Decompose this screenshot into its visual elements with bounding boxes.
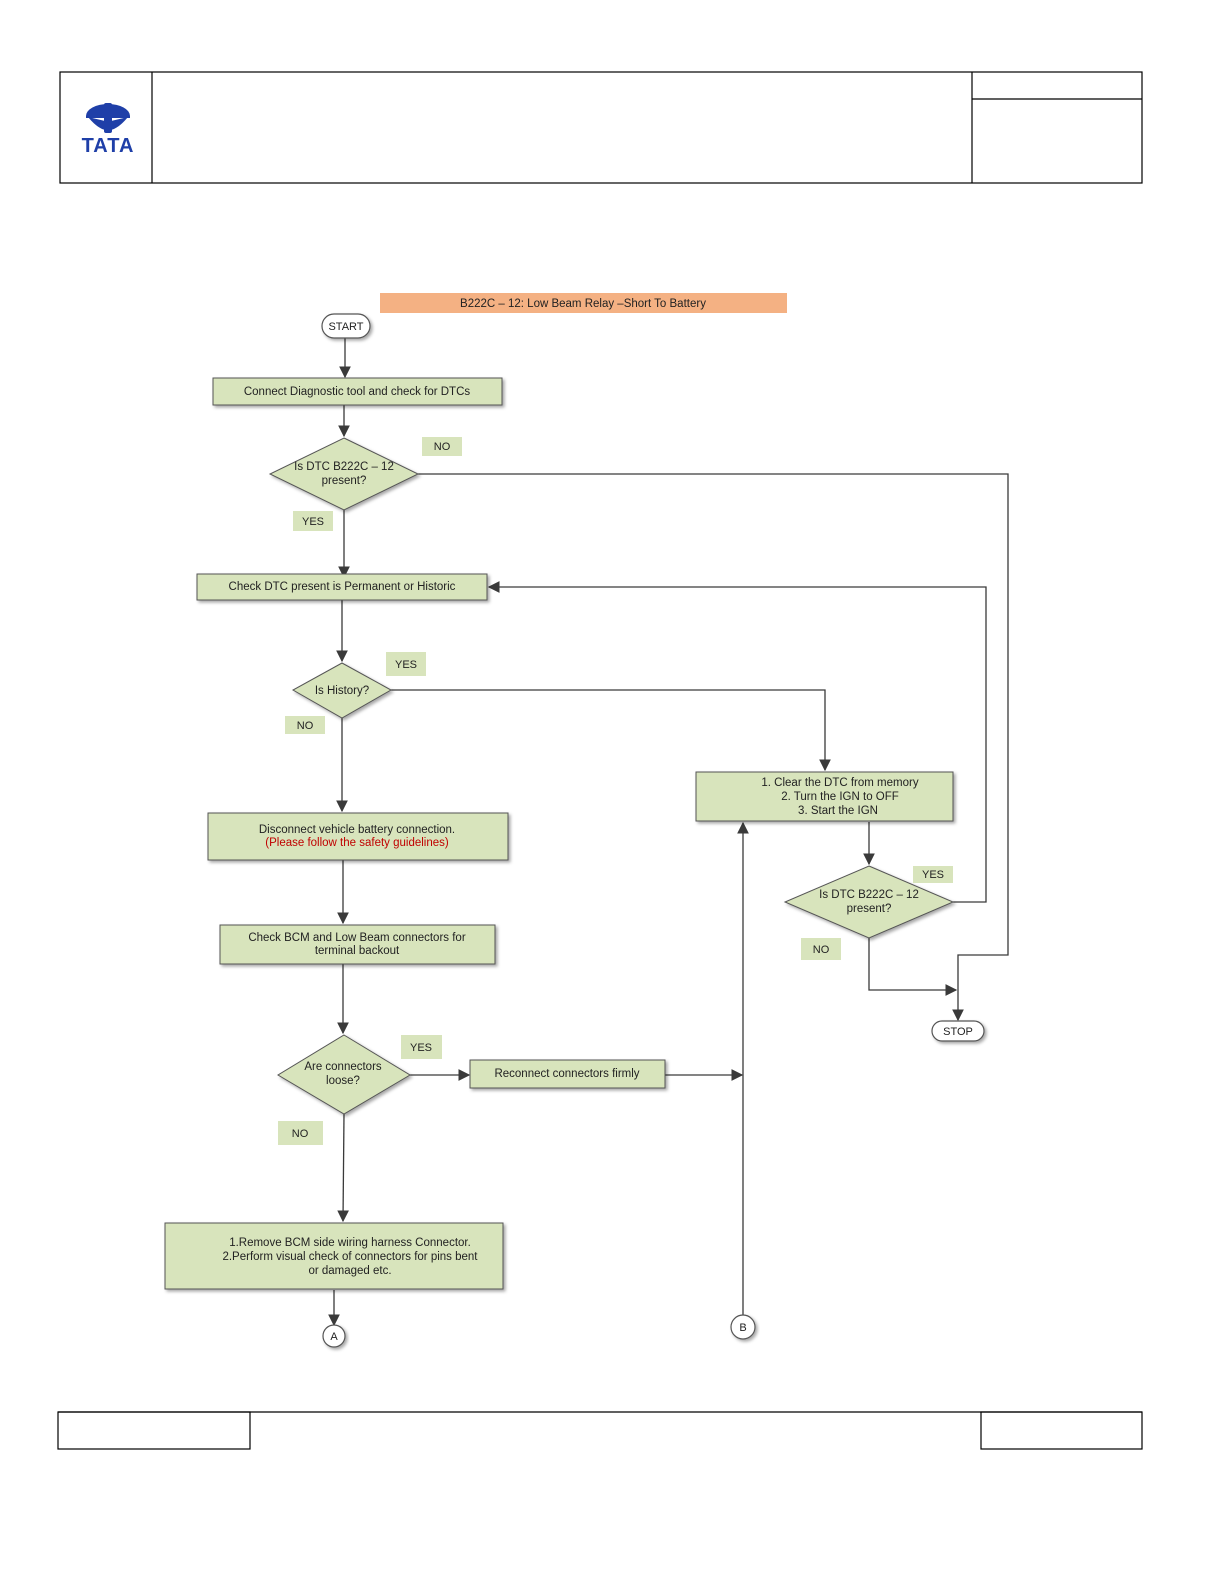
check-permanent-text: Check DTC present is Permanent or Histor…: [229, 581, 456, 593]
tata-logo-mark-icon: [86, 103, 130, 133]
connector-a: A: [322, 1324, 346, 1348]
stop-terminator: STOP: [931, 1020, 985, 1042]
label-no-history: NO: [297, 720, 314, 732]
diagram-title-bar: [380, 293, 787, 313]
remove-bcm-line-3: or damaged etc.: [308, 1265, 391, 1277]
disconnect-battery-text: Disconnect vehicle battery connection.: [259, 824, 455, 836]
connectors-loose-line-1: Are connectors: [304, 1061, 382, 1073]
safety-note-text: (Please follow the safety guidelines): [265, 837, 449, 849]
label-no-1: NO: [434, 441, 451, 453]
connectors-loose-line-2: loose?: [326, 1075, 360, 1087]
reconnect-text: Reconnect connectors firmly: [494, 1068, 639, 1080]
clear-dtc-line-2: 2. Turn the IGN to OFF: [781, 791, 899, 803]
label-yes-loose: YES: [410, 1042, 432, 1054]
diagram-title: B222C – 12: Low Beam Relay –Short To Bat…: [460, 298, 706, 310]
box-check-bcm: Check BCM and Low Beam connectors for te…: [219, 924, 496, 965]
start-terminator: START: [321, 313, 371, 339]
box-disconnect-battery: Disconnect vehicle battery connection. (…: [207, 812, 509, 861]
connect-tool-text: Connect Diagnostic tool and check for DT…: [244, 386, 471, 398]
dtc-present-2-line-2: present?: [847, 903, 892, 915]
connector-a-label: A: [330, 1331, 338, 1343]
check-bcm-line-1: Check BCM and Low Beam connectors for: [248, 932, 465, 944]
box-connect-tool: Connect Diagnostic tool and check for DT…: [212, 377, 503, 406]
label-yes-history: YES: [395, 659, 417, 671]
box-reconnect: Reconnect connectors firmly: [469, 1059, 666, 1089]
is-history-text: Is History?: [315, 685, 369, 697]
box-remove-bcm: 1.Remove BCM side wiring harness Connect…: [164, 1222, 504, 1290]
box-check-permanent: Check DTC present is Permanent or Histor…: [196, 573, 488, 601]
clear-dtc-line-1: 1. Clear the DTC from memory: [761, 777, 918, 789]
remove-bcm-line-1: 1.Remove BCM side wiring harness Connect…: [229, 1237, 471, 1249]
decision-dtc-present-2: Is DTC B222C – 12 present?: [783, 865, 955, 939]
flow-connectors: [328, 338, 1009, 1327]
dtc-present-line-1: Is DTC B222C – 12: [294, 461, 394, 473]
label-tags: NO YES YES NO YES NO YES NO: [278, 437, 953, 1145]
label-yes-1: YES: [302, 516, 324, 528]
footer-frame: [57, 1411, 1143, 1450]
tata-logo-text: TATA: [82, 135, 135, 157]
dtc-present-2-line-1: Is DTC B222C – 12: [819, 889, 919, 901]
stop-label: STOP: [943, 1026, 973, 1038]
start-label: START: [328, 321, 363, 333]
dtc-present-line-2: present?: [322, 475, 367, 487]
decision-connectors-loose: Are connectors loose?: [277, 1034, 411, 1115]
connector-b: B: [730, 1314, 756, 1340]
decision-is-history: Is History?: [291, 662, 393, 719]
header-frame: [59, 71, 1143, 184]
box-clear-dtc: 1. Clear the DTC from memory 2. Turn the…: [695, 771, 954, 822]
remove-bcm-line-2: 2.Perform visual check of connectors for…: [222, 1251, 478, 1263]
label-yes-2: YES: [922, 869, 944, 881]
clear-dtc-line-3: 3. Start the IGN: [798, 805, 878, 817]
label-no-2: NO: [813, 944, 830, 956]
connector-b-label: B: [739, 1322, 746, 1334]
decision-dtc-present: Is DTC B222C – 12 present?: [268, 437, 420, 511]
tata-logo: TATA: [82, 103, 135, 157]
check-bcm-line-2: terminal backout: [315, 945, 400, 957]
label-no-loose: NO: [292, 1128, 309, 1140]
